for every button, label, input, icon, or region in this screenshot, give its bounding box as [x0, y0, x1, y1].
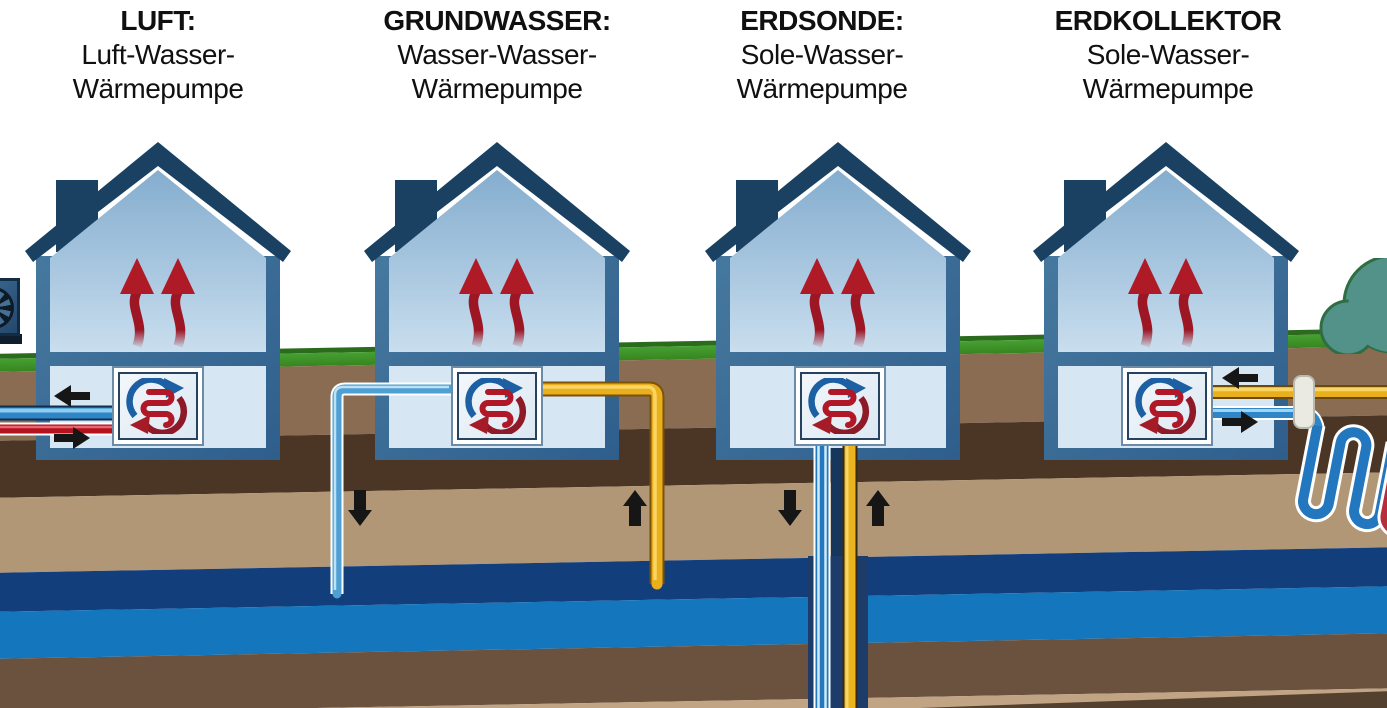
system-subtitle: Wasser-Wasser-	[397, 39, 597, 70]
upper-floor-interior	[389, 170, 605, 352]
groundwater-return-pipe	[537, 381, 665, 590]
heat-rise-arrows	[459, 258, 534, 348]
arrow-right-icon	[54, 427, 90, 449]
heat-pump-unit-grundwasser	[451, 366, 543, 446]
heat-pump-unit-luft	[112, 366, 204, 446]
system-title: ERDSONDE:	[740, 5, 904, 36]
groundwater-suction-pipe	[330, 382, 456, 599]
heat-exchange-cycle-icon	[808, 378, 870, 434]
collector-return-coil-red	[1380, 452, 1387, 536]
upper-floor-interior	[730, 170, 946, 352]
roof	[25, 142, 291, 262]
wall-sleeve	[1293, 375, 1315, 429]
upper-floor-interior	[50, 170, 266, 352]
upper-floor-interior	[1058, 170, 1274, 352]
system-subtitle: Wärmepumpe	[72, 73, 244, 104]
system-subtitle: Sole-Wasser-	[1086, 39, 1250, 70]
system-title: LUFT:	[120, 5, 196, 36]
arrow-left-icon	[54, 385, 90, 407]
air-source-cold-pipe	[0, 405, 118, 421]
borehole-brine-pipe-down	[813, 440, 831, 708]
system-title: GRUNDWASSER:	[383, 5, 611, 36]
arrow-right-icon	[1222, 411, 1258, 433]
heat-exchange-cycle-icon	[465, 378, 527, 434]
arrow-up-icon	[623, 490, 647, 526]
system-subtitle: Wärmepumpe	[736, 73, 908, 104]
label-erdsonde: ERDSONDE: Sole-Wasser- Wärmepumpe	[672, 4, 972, 106]
outdoor-fan-unit	[0, 278, 20, 336]
air-source-warm-pipe	[0, 422, 118, 436]
system-subtitle: Wärmepumpe	[411, 73, 583, 104]
arrow-up-icon	[866, 490, 890, 526]
system-subtitle: Luft-Wasser-	[81, 39, 235, 70]
label-luft: LUFT: Luft-Wasser- Wärmepumpe	[8, 4, 308, 106]
bush	[1319, 258, 1387, 354]
ground-collector-coil	[1295, 423, 1387, 539]
system-title: ERDKOLLEKTOR	[1054, 5, 1282, 36]
heat-rise-arrows	[1128, 258, 1203, 348]
heat-exchange-cycle-icon	[126, 378, 188, 434]
roof	[364, 142, 630, 262]
arrow-down-icon	[778, 490, 802, 526]
house-erdsonde	[705, 142, 971, 460]
heat-rise-arrows	[800, 258, 875, 348]
arrow-left-icon	[1222, 367, 1258, 389]
system-subtitle: Sole-Wasser-	[740, 39, 904, 70]
borehole-brine-pipe-up	[842, 440, 858, 708]
heat-rise-arrows	[120, 258, 195, 348]
roof	[1033, 142, 1299, 262]
roof	[705, 142, 971, 262]
heat-pump-unit-erdkollektor	[1121, 366, 1213, 446]
heat-pump-unit-erdsonde	[794, 366, 886, 446]
fan-unit-base	[0, 334, 22, 344]
arrow-down-icon	[348, 490, 372, 526]
label-erdkollektor: ERDKOLLEKTOR Sole-Wasser- Wärmepumpe	[1018, 4, 1318, 106]
heat-exchange-cycle-icon	[1135, 378, 1197, 434]
flow-arrows	[54, 367, 1258, 526]
label-grundwasser: GRUNDWASSER: Wasser-Wasser- Wärmepumpe	[347, 4, 647, 106]
system-subtitle: Wärmepumpe	[1082, 73, 1254, 104]
